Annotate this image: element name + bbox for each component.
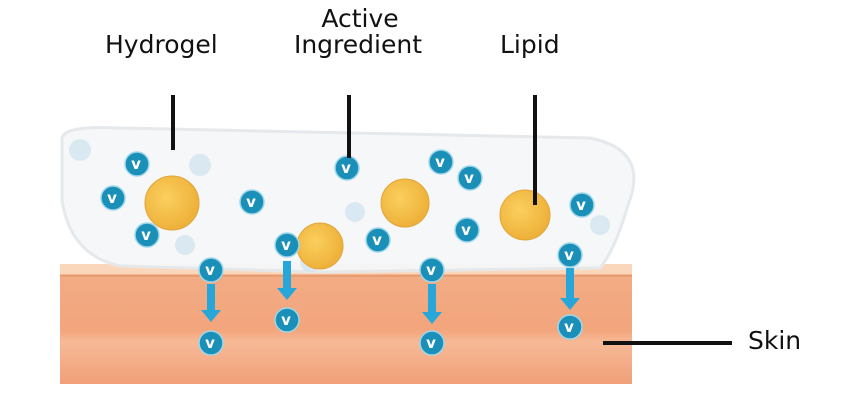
lipid-particle <box>144 175 200 231</box>
svg-text:v: v <box>464 169 474 187</box>
active-ingredient-molecule: v <box>454 217 480 243</box>
svg-text:v: v <box>341 159 351 177</box>
leader-lines <box>171 95 732 345</box>
svg-text:v: v <box>576 196 586 214</box>
active-ingredient-molecule: v <box>419 330 445 356</box>
active-ingredient-molecule: v <box>557 314 583 340</box>
active-ingredient-molecule: v <box>557 242 583 268</box>
arrow-down-icon <box>201 284 221 322</box>
arrow-down-icon <box>277 261 297 300</box>
active-ingredient-molecule: v <box>569 192 595 218</box>
svg-text:v: v <box>246 193 256 211</box>
label-lipid: Lipid <box>500 30 560 59</box>
lipid-particle <box>499 189 551 241</box>
svg-text:v: v <box>281 236 291 254</box>
arrow-down-icon <box>422 284 442 324</box>
active-ingredient-molecule: v <box>365 227 391 253</box>
label-skin: Skin <box>748 326 802 355</box>
svg-text:v: v <box>461 221 471 239</box>
label-active: Active <box>321 4 399 33</box>
active-ingredient-molecule: v <box>334 155 360 181</box>
lipid-particle <box>380 178 430 228</box>
svg-text:v: v <box>426 261 436 279</box>
active-ingredient-molecule: v <box>198 330 224 356</box>
svg-text:v: v <box>131 155 141 173</box>
active-ingredient-molecule: v <box>419 257 445 283</box>
svg-text:v: v <box>435 153 445 171</box>
svg-text:v: v <box>426 334 436 352</box>
skin-layers <box>60 264 632 384</box>
svg-text:v: v <box>107 189 117 207</box>
svg-text:v: v <box>564 246 574 264</box>
active-ingredient-molecule: v <box>198 257 224 283</box>
active-ingredient-molecule: v <box>274 232 300 258</box>
svg-text:v: v <box>205 261 215 279</box>
svg-text:v: v <box>205 334 215 352</box>
svg-text:v: v <box>141 226 151 244</box>
svg-text:v: v <box>564 318 574 336</box>
active-ingredient-molecule: v <box>239 189 265 215</box>
lipid-particle <box>296 222 344 270</box>
label-hydrogel: Hydrogel <box>105 30 218 59</box>
active-ingredient-molecule: v <box>124 151 150 177</box>
svg-text:v: v <box>372 231 382 249</box>
svg-text:v: v <box>281 311 291 329</box>
label-ingredient: Ingredient <box>293 30 423 59</box>
arrow-down-icon <box>560 268 580 310</box>
active-ingredient-molecule: v <box>457 165 483 191</box>
active-ingredient-molecule: v <box>428 149 454 175</box>
active-ingredient-molecule: v <box>274 307 300 333</box>
active-ingredient-molecule: v <box>100 185 126 211</box>
active-ingredient-molecule: v <box>134 222 160 248</box>
